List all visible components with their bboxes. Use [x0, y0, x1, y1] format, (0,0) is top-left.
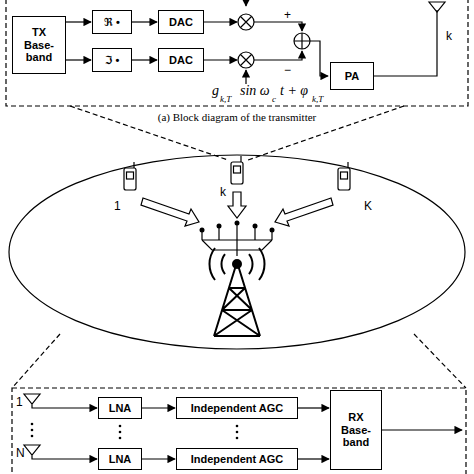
antenna-array: [200, 221, 275, 233]
ellipsis-dots: [31, 423, 239, 440]
process-box: DAC: [158, 48, 204, 72]
process-box: ℑ •: [92, 48, 132, 72]
box-label: TX Base-band: [16, 26, 62, 64]
zoom-line: [12, 334, 60, 388]
signal-label: N: [16, 447, 25, 459]
process-box: TX Base-band: [12, 16, 66, 74]
carrier-wire: [245, 0, 246, 6]
signal-arrow: [142, 407, 175, 408]
antenna-symbol: [429, 2, 445, 12]
signal-arrow: [66, 59, 91, 60]
signal-label: k,T: [312, 95, 323, 104]
box-label: Independent AGC: [191, 402, 283, 415]
process-box: PA: [330, 62, 374, 90]
box-label: ℜ •: [104, 16, 120, 29]
signal-label: k: [446, 30, 452, 42]
process-box: Independent AGC: [176, 448, 298, 470]
signal-label: sin ω: [240, 84, 270, 98]
box-label: LNA: [109, 402, 132, 415]
box-label: Independent AGC: [191, 453, 283, 466]
signal-arrow: [66, 21, 91, 22]
signal-arrow: [298, 458, 329, 459]
signal-arrow: [298, 407, 329, 408]
box-label: LNA: [109, 453, 132, 466]
uplink-arrow: [228, 192, 246, 218]
signal-arrow: [132, 59, 157, 60]
signal-arrow: [142, 458, 175, 459]
mixer-symbol: [241, 17, 252, 28]
process-box: DAC: [158, 10, 204, 34]
box-label: ℑ •: [105, 54, 120, 67]
box-label: PA: [345, 70, 359, 83]
mixer-symbol: [241, 55, 252, 66]
uplink-arrow: [141, 198, 199, 226]
antenna-symbol: [24, 394, 96, 408]
wire: [374, 10, 437, 76]
process-box: RX Base-band: [330, 390, 382, 470]
process-box: LNA: [98, 448, 142, 470]
adder-symbol: [294, 33, 310, 49]
signal-label: +: [284, 9, 291, 21]
signal-label: k,T: [220, 95, 231, 104]
wire: [254, 22, 302, 31]
signal-label: −: [284, 64, 291, 76]
signal-arrow: [132, 21, 157, 22]
signal-label: 1: [114, 200, 121, 212]
zoom-line: [414, 334, 466, 388]
process-box: ℜ •: [92, 10, 132, 34]
antenna-symbol: [24, 445, 96, 459]
mixer-symbol: [238, 52, 254, 68]
phone-icon: [124, 162, 136, 190]
signal-label: k: [220, 186, 226, 198]
box-label: DAC: [169, 16, 193, 29]
process-box: Independent AGC: [176, 397, 298, 419]
transmitter-frame: [6, 0, 468, 106]
signal-label: K: [364, 200, 372, 212]
box-label: RX Base-band: [334, 411, 378, 449]
receiver-frame: [12, 388, 466, 474]
signal-label: g: [212, 84, 219, 98]
wire: [90, 407, 97, 408]
wire: [254, 51, 302, 60]
wire: [204, 21, 237, 22]
cell-area: [9, 155, 465, 349]
uplink-arrow: [275, 198, 333, 226]
signal-label: c: [272, 95, 276, 104]
box-label: DAC: [169, 54, 193, 67]
wire: [310, 41, 328, 76]
phone-icon: [231, 156, 243, 184]
signal-label: 1: [16, 396, 23, 408]
wire: [204, 59, 237, 60]
mixer-symbol: [238, 14, 254, 30]
signal-label: t + φ: [280, 84, 308, 98]
output-wire: [382, 429, 462, 430]
tower-symbol: [209, 248, 264, 336]
adder-symbol: [294, 33, 310, 49]
carrier-wire: [245, 70, 246, 84]
process-box: LNA: [98, 397, 142, 419]
wire: [90, 458, 97, 459]
phone-icon: [338, 162, 350, 190]
subfigure-caption: (a) Block diagram of the transmitter: [158, 112, 317, 123]
